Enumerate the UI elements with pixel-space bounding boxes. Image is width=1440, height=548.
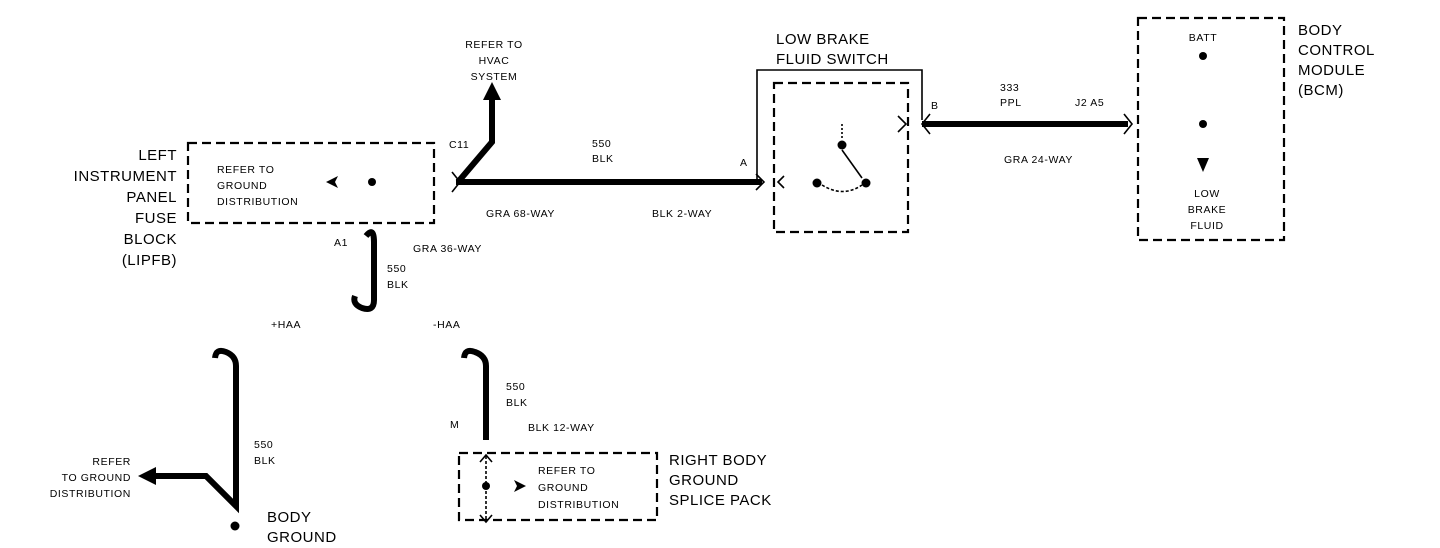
switch-contact-right <box>861 178 871 188</box>
blk12-label: BLK 12-WAY <box>528 422 595 434</box>
switch-name-2: FLUID SWITCH <box>776 51 889 68</box>
lipfb-name-6: (LIPFB) <box>122 252 177 269</box>
wire-550-lipfb-switch: C11 550 BLK A GRA 68-WAY BLK 2-WAY <box>449 138 766 220</box>
body-ground-name-1: BODY <box>267 509 312 526</box>
hvac-arrow-icon <box>483 82 501 100</box>
wire-body-color: BLK <box>254 455 276 467</box>
right-body-ground-branch: 550 BLK M BLK 12-WAY REFER TO GROUND DIS… <box>450 347 772 524</box>
body-ground-name-2: GROUND <box>267 529 337 546</box>
splice-pack-ref-1: REFER TO <box>538 465 596 477</box>
bcm-box <box>1136 16 1286 242</box>
switch-pin-a <box>776 175 785 189</box>
splice-pack-bottom-arrow <box>479 514 493 524</box>
bcm-component: BODY CONTROL MODULE (BCM) BATT LOW BRAKE… <box>1136 16 1375 242</box>
lipfb-component: LEFT INSTRUMENT PANEL FUSE BLOCK (LIPFB)… <box>74 141 436 269</box>
hvac-ref-2: HVAC <box>479 55 510 67</box>
blk2-label: BLK 2-WAY <box>652 208 712 220</box>
lipfb-name-3: PANEL <box>126 189 177 206</box>
hvac-ref-3: SYSTEM <box>471 71 518 83</box>
splice-pack-name-2: GROUND <box>669 472 739 489</box>
lipfb-terminal-dot <box>368 178 376 186</box>
ground-ref-arrow-icon <box>138 467 156 485</box>
bcm-inner-2: BRAKE <box>1188 204 1227 216</box>
connector-b-label: B <box>931 100 939 112</box>
gra24-label: GRA 24-WAY <box>1004 154 1073 166</box>
splice-pack-arrow-icon <box>514 480 526 492</box>
ground-ref-1: REFER <box>92 456 131 468</box>
splice-pack-top-arrow <box>479 453 493 463</box>
bcm-name-4: (BCM) <box>1298 82 1344 99</box>
connector-b-icon <box>920 113 931 135</box>
splice-minus-haa: -HAA <box>433 319 461 331</box>
wire-550-a1: A1 GRA 36-WAY 550 BLK <box>334 229 482 312</box>
wire-333-circuit: 333 <box>1000 82 1019 94</box>
lipfb-ref-3: DISTRIBUTION <box>217 196 298 208</box>
splice-pack-ref-3: DISTRIBUTION <box>538 499 619 511</box>
ground-ref-3: DISTRIBUTION <box>50 488 131 500</box>
bcm-input-dot <box>1199 120 1207 128</box>
switch-pin-b <box>897 115 908 133</box>
wire-a1-color: BLK <box>387 279 409 291</box>
gra36-label: GRA 36-WAY <box>413 243 482 255</box>
connector-c11-icon <box>451 171 462 193</box>
wire-550-circuit: 550 <box>592 138 611 150</box>
wire-a1-circuit: 550 <box>387 263 406 275</box>
switch-pivot-dot <box>837 140 847 150</box>
splice-pack-name-3: SPLICE PACK <box>669 492 772 509</box>
connector-j2a5-icon <box>1123 113 1134 135</box>
lipfb-name-4: FUSE <box>135 210 177 227</box>
gra68-label: GRA 68-WAY <box>486 208 555 220</box>
bcm-arrow-icon <box>1197 158 1209 172</box>
body-ground-dot <box>230 521 240 531</box>
switch-box <box>772 81 910 234</box>
bcm-name-3: MODULE <box>1298 62 1365 79</box>
splice-pack-ref-2: GROUND <box>538 482 588 494</box>
hvac-ref-1: REFER TO <box>465 39 523 51</box>
connector-c11-label: C11 <box>449 139 469 151</box>
body-ground-branch: 550 BLK REFER TO GROUND DISTRIBUTION BOD… <box>50 347 337 546</box>
lipfb-ref-2: GROUND <box>217 180 267 192</box>
wire-a1-vertical <box>351 229 377 312</box>
bcm-inner-1: LOW <box>1194 188 1220 200</box>
bcm-batt-label: BATT <box>1189 32 1217 44</box>
wire-333-color: PPL <box>1000 97 1022 109</box>
wire-333-switch-bcm: B 333 PPL J2 A5 GRA 24-WAY <box>920 82 1134 166</box>
wire-splice-color: BLK <box>506 397 528 409</box>
body-ground-wire <box>154 347 239 514</box>
switch-contact-left <box>812 178 822 188</box>
ground-ref-2: TO GROUND <box>62 472 131 484</box>
bcm-name-1: BODY <box>1298 22 1343 39</box>
connector-a-label: A <box>740 157 748 169</box>
splice-pack-dot <box>482 482 490 490</box>
connector-m-label: M <box>450 419 459 431</box>
connector-a-icon <box>755 173 766 191</box>
hvac-wire <box>455 98 495 184</box>
connector-a1-label: A1 <box>334 237 348 249</box>
splice-plus-haa: +HAA <box>271 319 301 331</box>
splice-pack-wire <box>461 347 489 440</box>
switch-name-1: LOW BRAKE <box>776 31 870 48</box>
lipfb-name-2: INSTRUMENT <box>74 168 177 185</box>
wire-550-color: BLK <box>592 153 614 165</box>
bcm-batt-dot <box>1199 52 1207 60</box>
lipfb-name-1: LEFT <box>138 147 177 164</box>
connector-j2a5-label: J2 A5 <box>1075 97 1104 109</box>
low-brake-switch-component: LOW BRAKE FLUID SWITCH <box>756 31 923 234</box>
splice-pack-name-1: RIGHT BODY <box>669 452 767 469</box>
lipfb-arrow-icon <box>326 176 338 188</box>
splice-pack-box <box>457 451 659 522</box>
hvac-branch: REFER TO HVAC SYSTEM <box>455 39 523 184</box>
lipfb-name-5: BLOCK <box>124 231 177 248</box>
lipfb-box <box>186 141 436 225</box>
wire-body-circuit: 550 <box>254 439 273 451</box>
switch-outline <box>756 69 923 182</box>
wire-splice-circuit: 550 <box>506 381 525 393</box>
switch-blade <box>841 149 863 179</box>
bcm-name-2: CONTROL <box>1298 42 1375 59</box>
bcm-inner-3: FLUID <box>1190 220 1223 232</box>
switch-travel <box>821 184 863 193</box>
lipfb-ref-1: REFER TO <box>217 164 275 176</box>
